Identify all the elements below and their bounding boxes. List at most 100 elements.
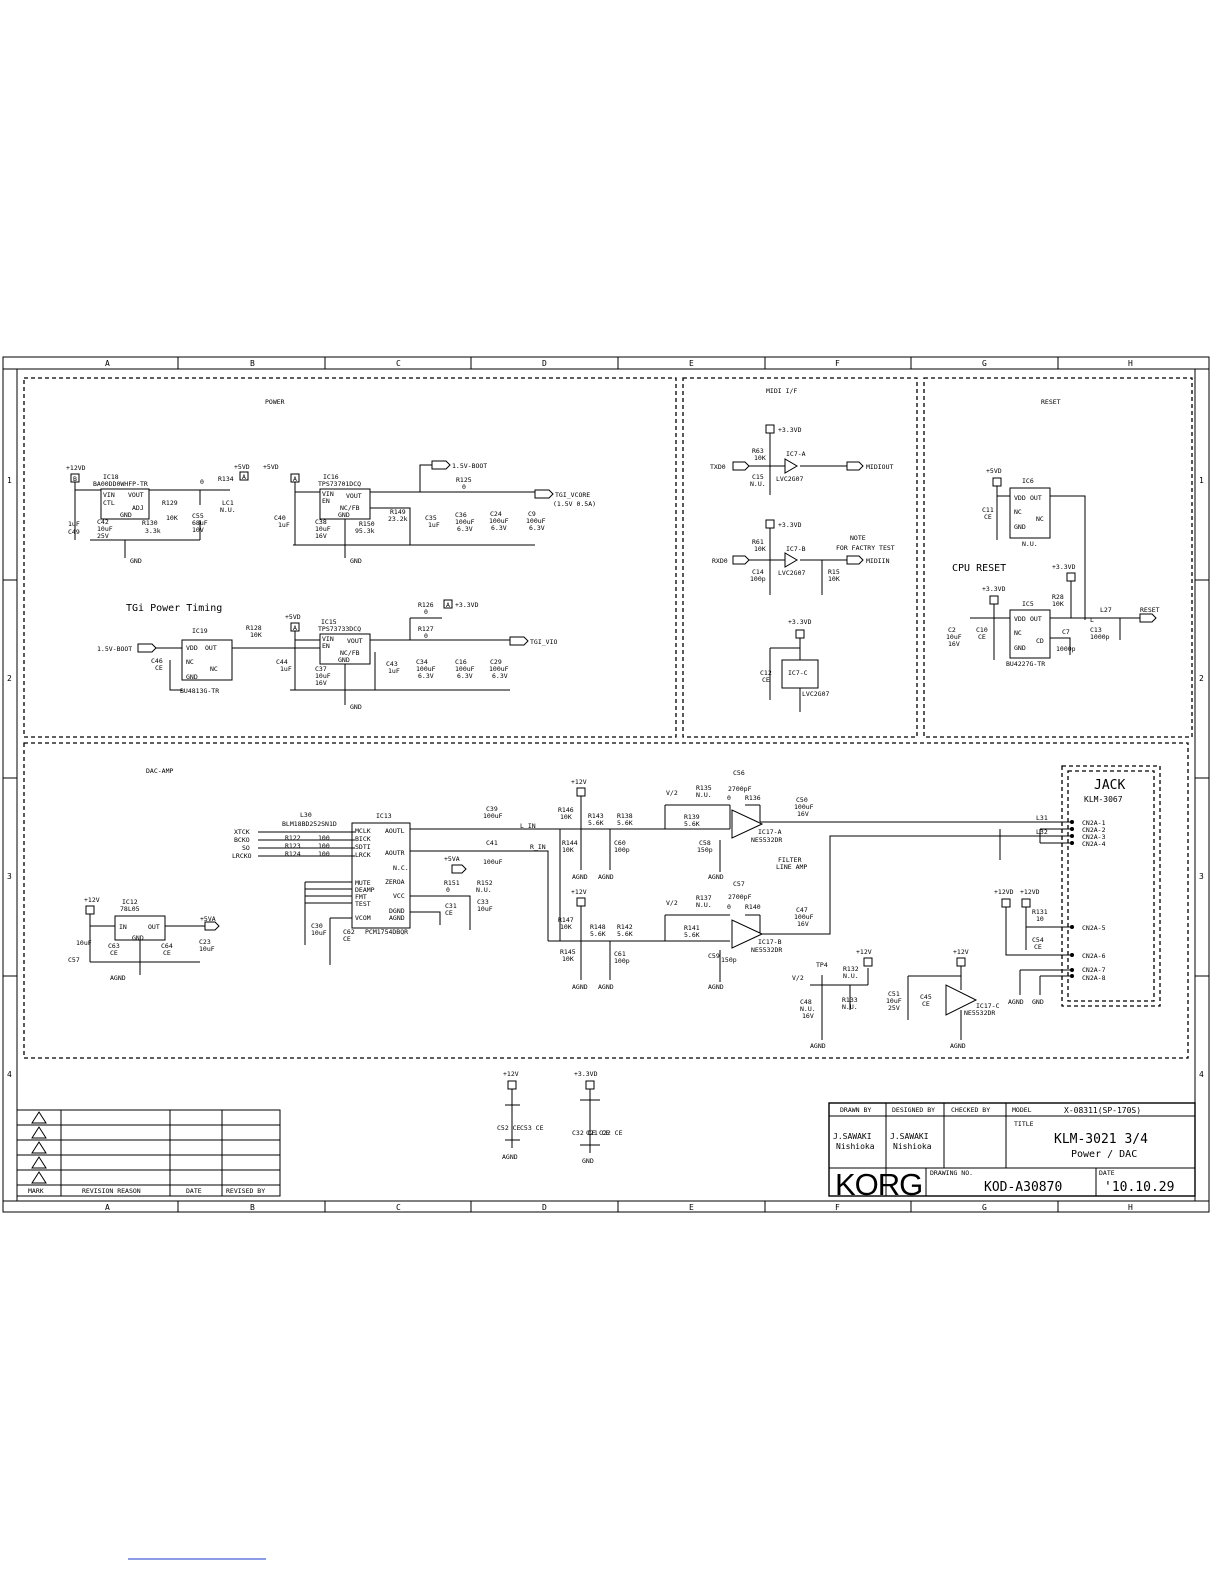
col-label: E: [689, 359, 694, 368]
label: C29: [490, 658, 502, 666]
label: 10uF: [199, 945, 215, 953]
label: N.U.: [696, 791, 712, 799]
label: GND: [132, 934, 144, 942]
label: FMT: [355, 893, 367, 901]
label: 25V: [97, 532, 109, 540]
label: NC/FB: [340, 504, 360, 512]
power-circuit: +12VD B IC18 BA00DD0WHFP-TR VIN CTL VOUT…: [66, 460, 596, 711]
label: C59: [708, 952, 720, 960]
label: V/2: [666, 789, 678, 797]
label: 78L05: [120, 905, 140, 913]
label: 6.3V: [491, 524, 507, 532]
label: CE: [343, 935, 351, 943]
label: TPS73733DCQ: [318, 625, 361, 633]
label: R15: [828, 568, 840, 576]
label: 100uF: [455, 518, 475, 526]
title-block: DRAWN BY DESIGNED BY CHECKED BY MODEL X-…: [828, 1102, 1196, 1202]
label: LINE AMP: [776, 863, 807, 871]
label: 68uF: [192, 519, 208, 527]
label: 1.5V-BOOT: [452, 462, 487, 470]
label: C62: [343, 928, 355, 936]
label: AGND: [598, 873, 614, 881]
label: CHECKED BY: [951, 1106, 990, 1114]
label: C11: [982, 506, 994, 514]
label: IC15: [321, 618, 337, 626]
model-number: X-08311(SP-170S): [1064, 1106, 1141, 1115]
label: C13: [1090, 626, 1102, 634]
label: CE: [922, 1000, 930, 1008]
label: R124: [285, 850, 301, 858]
label: R143: [588, 812, 604, 820]
label: 5.6K: [590, 930, 606, 938]
label: 2700pF: [728, 893, 752, 901]
label: R122: [285, 834, 301, 842]
label: DRAWN BY: [840, 1106, 871, 1114]
label: 150p: [697, 846, 713, 854]
label: 5.6K: [684, 931, 700, 939]
label: Nishioka: [893, 1142, 932, 1151]
row-label: 1: [7, 476, 12, 485]
label: +12VD: [994, 888, 1014, 896]
label: 10: [1036, 915, 1044, 923]
label: GND: [582, 1157, 594, 1165]
label: A: [293, 475, 297, 483]
midi-circuit: +3.3VD TXD0 MIDIOUT IC7-A LVC2G07 R63 10…: [710, 424, 895, 712]
label: AGND: [598, 983, 614, 991]
label: 10uF: [477, 905, 493, 913]
label: 150p: [721, 956, 737, 964]
label: VDD: [1014, 494, 1026, 502]
label: C30: [311, 922, 323, 930]
label: MCLK: [355, 827, 371, 835]
label: VOUT: [128, 491, 144, 499]
label: FOR FACTRY TEST: [836, 544, 895, 552]
label: C24: [490, 510, 502, 518]
label: OUT: [1030, 494, 1042, 502]
col-label: E: [689, 1203, 694, 1212]
label: FILTER: [778, 856, 802, 864]
label: +3.3VD: [574, 1070, 598, 1078]
label: C10: [976, 626, 988, 634]
label: +12VD: [1020, 888, 1040, 896]
triangle-icon: [31, 1126, 47, 1139]
label: CN2A-7: [1082, 966, 1106, 974]
label: 5.6K: [617, 819, 633, 827]
col-label: H: [1128, 359, 1133, 368]
column-labels-top: A B C D E F G H: [105, 359, 1133, 368]
label: AOUTL: [385, 827, 405, 835]
row-label: 3: [1199, 872, 1204, 881]
label: ZEROA: [385, 878, 405, 886]
label: 10K: [754, 454, 766, 462]
opamp-b-icon: [731, 919, 764, 949]
triangle-icon: [31, 1171, 47, 1184]
drawing-title: KLM-3021 3/4: [1054, 1132, 1148, 1147]
col-label: B: [250, 1203, 255, 1212]
label: +12V: [503, 1070, 519, 1078]
label: +3.3VD: [778, 426, 802, 434]
label: 6.3V: [457, 672, 473, 680]
label: CE: [984, 513, 992, 521]
jack-title: JACK: [1094, 778, 1125, 793]
row-label: 2: [1199, 674, 1204, 683]
label: 25V: [888, 1004, 900, 1012]
label: 100: [318, 850, 330, 858]
label: C53 CE: [520, 1124, 544, 1132]
label: +12V: [571, 888, 587, 896]
label: IC7-A: [786, 450, 806, 458]
label: A: [446, 601, 450, 609]
row-labels: 1 2 3 4 1 2 3 4: [7, 476, 1204, 1079]
label: C56: [733, 769, 745, 777]
label: CE: [155, 664, 163, 672]
label: GND: [1032, 998, 1044, 1006]
label: 1uF: [68, 520, 80, 528]
label: TEST: [355, 900, 371, 908]
dac-amp-section: [23, 742, 1189, 1059]
col-label: D: [542, 1203, 547, 1212]
label: R131: [1032, 908, 1048, 916]
label: IN: [119, 923, 127, 931]
label: N.U.: [696, 901, 712, 909]
label: R129: [162, 499, 178, 507]
label: C9: [528, 510, 536, 518]
label: N.U.: [220, 506, 236, 514]
label: NC: [186, 658, 194, 666]
label: R123: [285, 842, 301, 850]
